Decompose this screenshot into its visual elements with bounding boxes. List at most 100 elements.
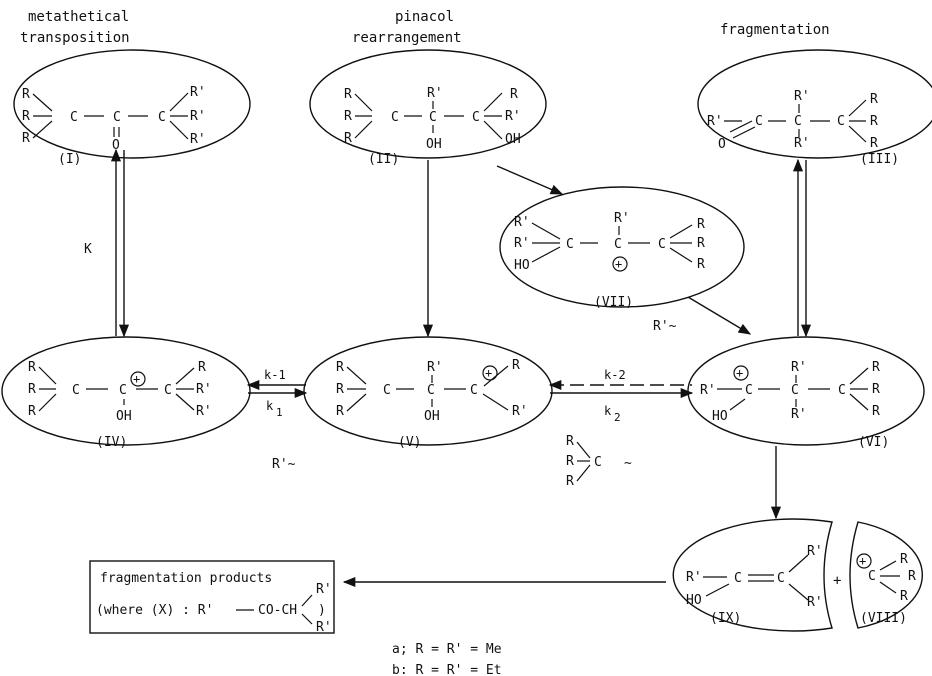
compound-IX: R' HO C C R' R' (IX) (672, 518, 833, 632)
svg-text:R: R (344, 131, 352, 146)
svg-text:R: R (870, 136, 878, 151)
heading-metathetical: metathetical (28, 9, 129, 25)
svg-text:R': R' (514, 215, 530, 230)
svg-text:R: R (566, 434, 574, 449)
compound-IV: R R R C C + OH C R R' R' (IV) (1, 336, 251, 450)
svg-text:C: C (70, 110, 78, 125)
svg-text:R: R (697, 257, 705, 272)
label-V: (V) (398, 435, 421, 450)
svg-text:C: C (113, 110, 121, 125)
svg-text:R': R' (316, 620, 332, 635)
svg-text:R: R (336, 360, 344, 375)
svg-text:R: R (872, 360, 880, 375)
fragmentation-products-box: fragmentation products (where (X) : R' C… (89, 560, 335, 635)
svg-text:R': R' (196, 404, 212, 419)
svg-text:+: + (736, 366, 743, 380)
svg-text:R': R' (807, 544, 823, 559)
rate-K: K (84, 242, 92, 257)
svg-text:~: ~ (624, 456, 632, 471)
svg-text:C: C (794, 114, 802, 129)
svg-text:+: + (859, 554, 866, 568)
svg-text:C: C (594, 455, 602, 470)
svg-text:OH: OH (116, 409, 132, 424)
compound-III-ellipse (697, 49, 932, 159)
svg-text:R': R' (791, 407, 807, 422)
products-line-2-end: ) (318, 603, 326, 618)
compound-I-ellipse (13, 49, 251, 159)
svg-text:R: R (870, 114, 878, 129)
compound-II-ellipse (309, 49, 547, 159)
svg-text:R: R (872, 382, 880, 397)
svg-text:C: C (614, 237, 622, 252)
label-VII: (VII) (594, 295, 633, 310)
legend-a: a; R = R' = Me (392, 642, 502, 657)
svg-text:O: O (718, 137, 726, 152)
svg-text:R: R (22, 109, 30, 124)
svg-text:R: R (22, 87, 30, 102)
rate-k-minus-1: k-1 (264, 368, 286, 382)
svg-text:R: R (198, 360, 206, 375)
svg-text:R': R' (686, 570, 702, 585)
compound-V: R R R C R' C OH C + R R' (V) (303, 336, 553, 450)
compound-II: R R R C R' C OH C R R' OH (II) (309, 49, 547, 167)
compound-VIII-shape (849, 521, 924, 629)
svg-text:R': R' (316, 582, 332, 597)
compound-VI-ellipse (687, 336, 925, 446)
label-III: (III) (860, 152, 899, 167)
svg-text:R': R' (427, 86, 443, 101)
svg-text:OH: OH (424, 409, 440, 424)
svg-text:+: + (133, 372, 140, 386)
svg-text:C: C (470, 383, 478, 398)
svg-text:C: C (838, 383, 846, 398)
migrating-alkyl-group: R R R C ~ (566, 434, 632, 489)
svg-text:R: R (344, 87, 352, 102)
svg-text:R: R (510, 87, 518, 102)
svg-text:R: R (566, 474, 574, 489)
svg-text:C: C (391, 110, 399, 125)
rate-k2: k (604, 404, 612, 418)
products-line-2-start: (where (X) : R' (96, 603, 213, 618)
compound-I: R R R C C O C R' R' R' (I) (13, 49, 251, 167)
svg-text:R: R (336, 404, 344, 419)
svg-text:R: R (900, 552, 908, 567)
svg-text:C: C (119, 383, 127, 398)
svg-text:HO: HO (514, 258, 530, 273)
products-line-2-mid: CO-CH (258, 603, 297, 618)
svg-text:R': R' (700, 383, 716, 398)
svg-text:R': R' (196, 382, 212, 397)
svg-text:R': R' (512, 404, 528, 419)
svg-text:C: C (658, 237, 666, 252)
svg-text:R: R (28, 360, 36, 375)
compound-IX-shape (672, 518, 833, 632)
svg-text:R: R (908, 569, 916, 584)
legend-b: b: R = R' = Et (392, 663, 502, 676)
svg-text:R': R' (427, 360, 443, 375)
svg-text:HO: HO (712, 409, 728, 424)
svg-text:R: R (697, 217, 705, 232)
svg-text:C: C (745, 383, 753, 398)
svg-text:C: C (791, 383, 799, 398)
svg-text:C: C (72, 383, 80, 398)
svg-text:C: C (868, 569, 876, 584)
compound-VI: R' + C HO R' C R' C R R R (VI) (687, 336, 925, 450)
svg-text:O: O (112, 138, 120, 153)
svg-text:R: R (566, 454, 574, 469)
svg-text:R': R' (614, 211, 630, 226)
compound-VIII: + C R R R (VIII) (849, 521, 924, 629)
migration-rprime-left: R'~ (272, 457, 296, 472)
rate-k-minus-2: k-2 (604, 368, 626, 382)
svg-text:C: C (566, 237, 574, 252)
svg-text:C: C (777, 571, 785, 586)
svg-text:C: C (164, 383, 172, 398)
label-I: (I) (58, 152, 81, 167)
label-VIII: (VIII) (860, 611, 907, 626)
svg-text:R: R (22, 131, 30, 146)
svg-text:R: R (28, 404, 36, 419)
svg-text:R': R' (794, 89, 810, 104)
rate-k1-sub: 1 (276, 406, 283, 419)
svg-text:R': R' (514, 236, 530, 251)
label-IX: (IX) (710, 611, 741, 626)
heading-transposition: transposition (20, 30, 130, 46)
svg-text:OH: OH (426, 137, 442, 152)
svg-text:R: R (697, 236, 705, 251)
